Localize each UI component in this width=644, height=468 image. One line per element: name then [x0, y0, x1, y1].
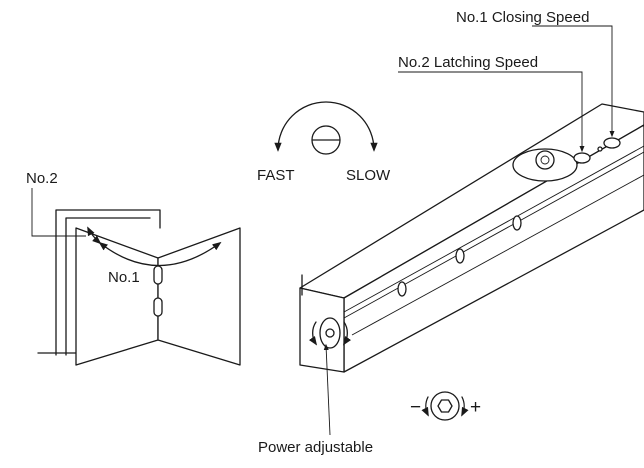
mount-hole-2 — [455, 248, 465, 264]
pinion-nut — [535, 150, 555, 170]
closer-groove-1 — [343, 145, 644, 313]
no1-swing-arc — [98, 241, 222, 267]
latching-speed-leader — [398, 71, 585, 153]
slow-label: SLOW — [346, 167, 391, 184]
door-leaf-left — [75, 227, 159, 366]
minus-sign: − — [410, 397, 421, 418]
speed-arrow-arc — [274, 101, 378, 152]
plus-sign: + — [470, 397, 481, 418]
power-rotate-arrow-right — [342, 321, 352, 346]
no1-label: No.1 — [108, 269, 140, 286]
hex-shape-icon — [437, 399, 453, 413]
closing-speed-label: No.1 Closing Speed — [456, 9, 589, 26]
hex-arrow-plus — [461, 396, 469, 417]
hinge-top — [153, 265, 163, 285]
hinge-bottom — [153, 297, 163, 317]
door-frame — [55, 209, 161, 356]
latching-speed-valve-icon — [573, 152, 591, 164]
closing-speed-valve-icon — [603, 137, 621, 149]
mount-hole-3 — [512, 215, 522, 231]
no2-leader — [31, 188, 86, 237]
door-illustration — [31, 188, 241, 366]
door-leaf-right — [157, 227, 241, 366]
door-frame-inner — [65, 217, 151, 356]
no2-label: No.2 — [26, 170, 58, 187]
power-adjustable-label: Power adjustable — [258, 439, 373, 456]
power-rotate-arrow-left — [308, 321, 318, 346]
mount-hole-1 — [397, 281, 407, 297]
door-closer-body — [299, 103, 644, 373]
no2-latch-arc — [87, 226, 102, 245]
closer-groove-2 — [343, 151, 644, 319]
speed-direction-symbol — [274, 101, 378, 155]
valve-dot — [597, 146, 603, 152]
fast-label: FAST — [257, 167, 295, 184]
closer-groove-3 — [351, 174, 644, 336]
power-adjustable-leader — [323, 343, 331, 436]
pinion-nut-center — [540, 155, 550, 165]
hex-arrow-minus — [421, 396, 429, 417]
power-adjuster-hex-icon — [325, 328, 335, 338]
latching-speed-label: No.2 Latching Speed — [398, 54, 538, 71]
closing-speed-leader — [532, 25, 615, 138]
power-hex-symbol — [421, 391, 469, 421]
